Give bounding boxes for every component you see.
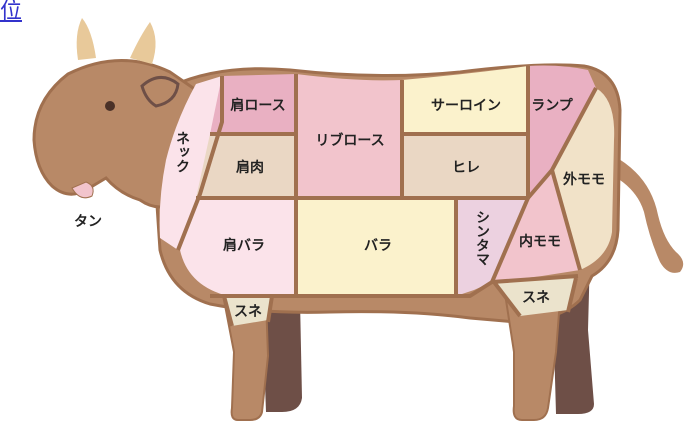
region-kata-niku[interactable] bbox=[196, 134, 296, 198]
label-sune-rear: スネ bbox=[522, 290, 550, 306]
label-bara: バラ bbox=[364, 238, 392, 254]
region-rump[interactable] bbox=[528, 65, 596, 199]
label-uchi-momo: 内モモ bbox=[519, 233, 561, 250]
label-soto-momo: 外モモ bbox=[563, 171, 605, 188]
region-hire[interactable] bbox=[402, 134, 528, 198]
label-neck: ネック bbox=[174, 131, 190, 173]
region-ribloin[interactable] bbox=[296, 74, 402, 198]
cut-boundaries bbox=[176, 66, 598, 327]
near-front-leg bbox=[222, 299, 270, 421]
region-shintama[interactable] bbox=[456, 198, 528, 296]
label-shintama: シンタマ bbox=[474, 210, 490, 266]
region-kata-loin[interactable] bbox=[210, 74, 296, 134]
region-kata-bara[interactable] bbox=[180, 198, 296, 296]
cow-tongue bbox=[71, 181, 94, 199]
cow-eye bbox=[105, 101, 115, 111]
label-kata-bara: 肩バラ bbox=[223, 237, 265, 254]
region-bara[interactable] bbox=[296, 198, 456, 296]
label-rump: ランプ bbox=[531, 98, 574, 114]
left-horn bbox=[76, 18, 96, 60]
label-kata-niku: 肩肉 bbox=[236, 159, 264, 176]
region-sirloin[interactable] bbox=[402, 66, 528, 134]
far-front-leg bbox=[262, 300, 302, 412]
near-rear-leg bbox=[504, 299, 562, 421]
label-tan: タン bbox=[74, 214, 102, 230]
tail bbox=[606, 155, 684, 273]
label-sirloin: サーロイン bbox=[431, 98, 501, 114]
region-sune-front[interactable] bbox=[224, 296, 272, 326]
cow-ear bbox=[140, 76, 180, 108]
label-kata-loin: 肩ロース bbox=[230, 97, 285, 114]
title-link[interactable]: 位 bbox=[0, 0, 22, 24]
label-hire: ヒレ bbox=[452, 160, 480, 176]
region-neck[interactable] bbox=[159, 76, 222, 250]
label-sune-front: スネ bbox=[234, 304, 262, 320]
label-ribloin: リブロース bbox=[315, 132, 384, 149]
right-horn bbox=[130, 22, 156, 64]
